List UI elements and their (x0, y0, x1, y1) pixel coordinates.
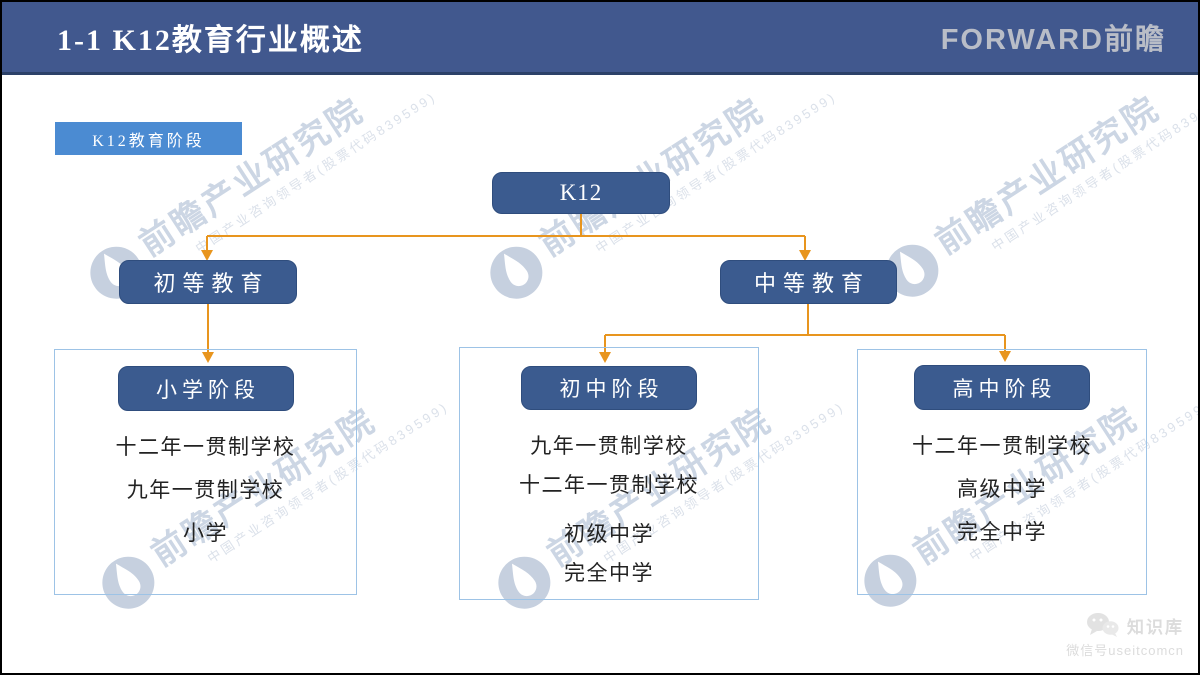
node-secondary-education: 中等教育 (720, 260, 897, 304)
forward-mark-icon (490, 246, 543, 299)
watermark-tagline: 中国产业咨询领导者(股票代码839599) (988, 86, 1200, 254)
stage-label: 小学阶段 (156, 377, 260, 402)
stage-item: 完全中学 (564, 561, 654, 585)
watermark-brand: 前瞻产业研究院 (132, 91, 371, 265)
stage-box-junior: 初中阶段 (521, 366, 697, 410)
watermark-tagline: 中国产业咨询领导者(股票代码839599) (192, 88, 440, 256)
node-secondary-label: 中等教育 (753, 271, 870, 296)
node-primary-education: 初等教育 (119, 260, 297, 304)
stage-item: 十二年一贯制学校 (115, 435, 296, 459)
watermark-tile: 前瞻产业研究院中国产业咨询领导者(股票代码839599) (872, 44, 1200, 313)
footer-wechat-id: 微信号useitcomcn (1066, 643, 1184, 658)
stage-item: 小学 (183, 521, 228, 545)
stage-item: 十二年一贯制学校 (519, 473, 699, 497)
watermark-brand: 前瞻产业研究院 (528, 46, 830, 266)
group-junior-high: 初中阶段 九年一贯制学校 十二年一贯制学校 初级中学 完全中学 (459, 347, 759, 600)
stage-label: 初中阶段 (559, 377, 664, 401)
stage-item: 完全中学 (957, 520, 1047, 544)
stage-item: 十二年一贯制学校 (912, 434, 1092, 458)
stage-label: 高中阶段 (952, 376, 1057, 401)
section-tag: K12教育阶段 (55, 122, 242, 155)
wechat-icon (1087, 613, 1119, 637)
stage-item: 初级中学 (564, 522, 654, 546)
page-title: 1-1 K12教育行业概述 (57, 24, 364, 57)
stage-box-primary: 小学阶段 (117, 366, 294, 411)
stage-item: 九年一贯制学校 (126, 478, 285, 502)
stage-item: 高级中学 (957, 477, 1047, 501)
group-senior-high: 高中阶段 十二年一贯制学校 高级中学 完全中学 (857, 349, 1147, 595)
group-primary-school: 小学阶段 十二年一贯制学校 九年一贯制学校 小学 (54, 349, 357, 595)
watermark-brand: 前瞻产业研究院 (928, 89, 1167, 263)
source-watermark: 知识库 微信号useitcomcn (1066, 612, 1184, 659)
node-k12: K12 (492, 172, 670, 214)
section-tag-label: K12教育阶段 (92, 132, 205, 150)
footer-source: 知识库 (1127, 617, 1184, 637)
forward-logo: FORWARD前瞻 (940, 24, 1166, 56)
node-primary-label: 初等教育 (153, 271, 270, 296)
header-bar: 1-1 K12教育行业概述 FORWARD前瞻 (2, 2, 1198, 75)
stage-item: 九年一贯制学校 (530, 434, 688, 458)
node-k12-label: K12 (559, 180, 603, 205)
stage-box-senior: 高中阶段 (914, 365, 1090, 410)
